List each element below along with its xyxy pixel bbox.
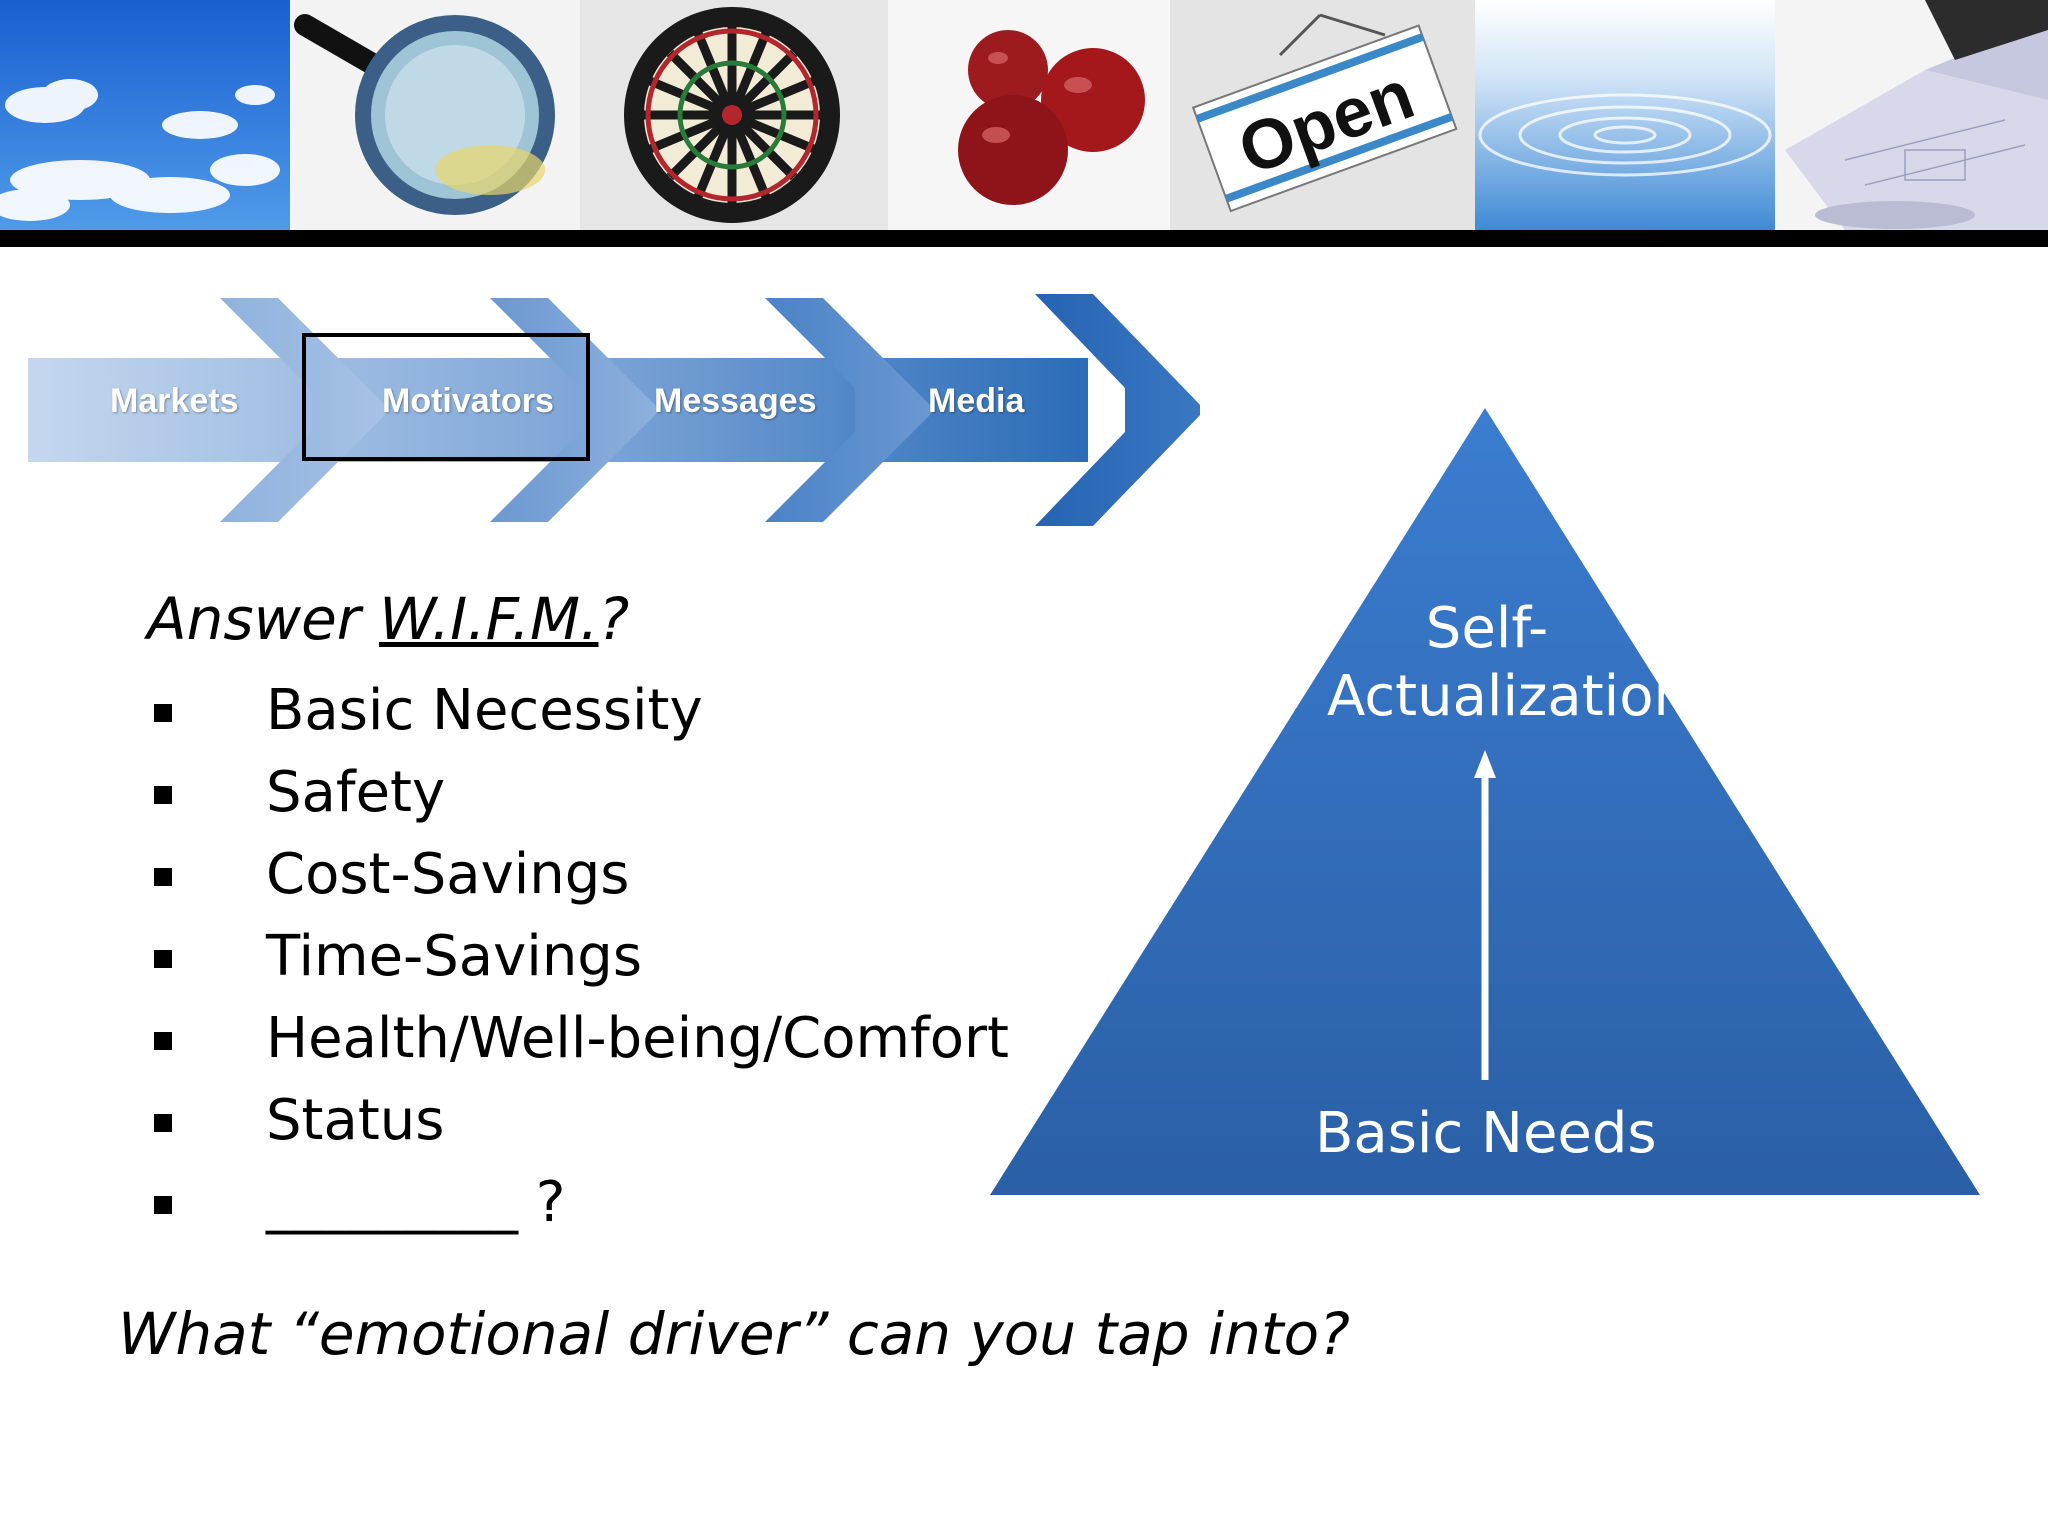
needs-pyramid: Self- Actualization Basic Needs — [980, 400, 2000, 1210]
pyramid-top-label: Self- Actualization — [1327, 595, 1689, 731]
open-sign-image: Open — [1170, 0, 1475, 230]
wifm-heading: Answer W.I.F.M.? — [147, 585, 629, 653]
wifm-heading-prefix: Answer — [147, 585, 380, 653]
process-step-media: Media — [928, 382, 1025, 420]
chevron-3 — [765, 298, 935, 522]
wifm-acronym: W.I.F.M. — [379, 585, 599, 653]
process-flow: Markets Motivators Messages Media — [20, 290, 1200, 530]
list-item-text: Basic Necessity — [266, 678, 703, 743]
square-bullet-icon — [154, 786, 172, 804]
square-bullet-icon — [154, 1114, 172, 1132]
motivators-highlight-box — [302, 333, 590, 461]
process-step-markets: Markets — [110, 382, 239, 420]
pyramid-top-label-line2: Actualization — [1327, 664, 1689, 729]
pyramid-graphic — [990, 408, 1980, 1195]
red-apples-image — [888, 0, 1170, 230]
process-step-motivators: Motivators — [382, 382, 554, 420]
water-ripples-image — [1475, 0, 1775, 230]
list-item-text: _________ ? — [266, 1170, 566, 1235]
process-step-messages: Messages — [654, 382, 817, 420]
square-bullet-icon — [154, 868, 172, 886]
blueprint-roll-image — [1775, 0, 2048, 230]
header-divider — [0, 230, 2048, 247]
header-image-strip: Open — [0, 0, 2048, 230]
magnifying-glass-image — [290, 0, 580, 230]
pyramid-bottom-label: Basic Needs — [1315, 1101, 1657, 1166]
pyramid-top-label-line1: Self- — [1425, 596, 1549, 661]
wifm-heading-suffix: ? — [598, 585, 630, 653]
square-bullet-icon — [154, 1032, 172, 1050]
square-bullet-icon — [154, 950, 172, 968]
list-item-text: Time-Savings — [266, 924, 643, 989]
list-item-text: Health/Well-being/Comfort — [266, 1006, 1009, 1071]
list-item-text: Cost-Savings — [266, 842, 630, 907]
process-arrows-graphic — [28, 294, 1200, 526]
up-arrow-icon — [1474, 750, 1496, 778]
chevron-4 — [1035, 294, 1200, 526]
list-item-text: Status — [266, 1088, 445, 1153]
chevron-2 — [490, 298, 660, 522]
dartboard-image — [580, 0, 888, 230]
square-bullet-icon — [154, 1196, 172, 1214]
square-bullet-icon — [154, 704, 172, 722]
sky-clouds-image — [0, 0, 290, 230]
emotional-driver-question: What “emotional driver” can you tap into… — [118, 1300, 1350, 1368]
list-item-text: Safety — [266, 760, 446, 825]
